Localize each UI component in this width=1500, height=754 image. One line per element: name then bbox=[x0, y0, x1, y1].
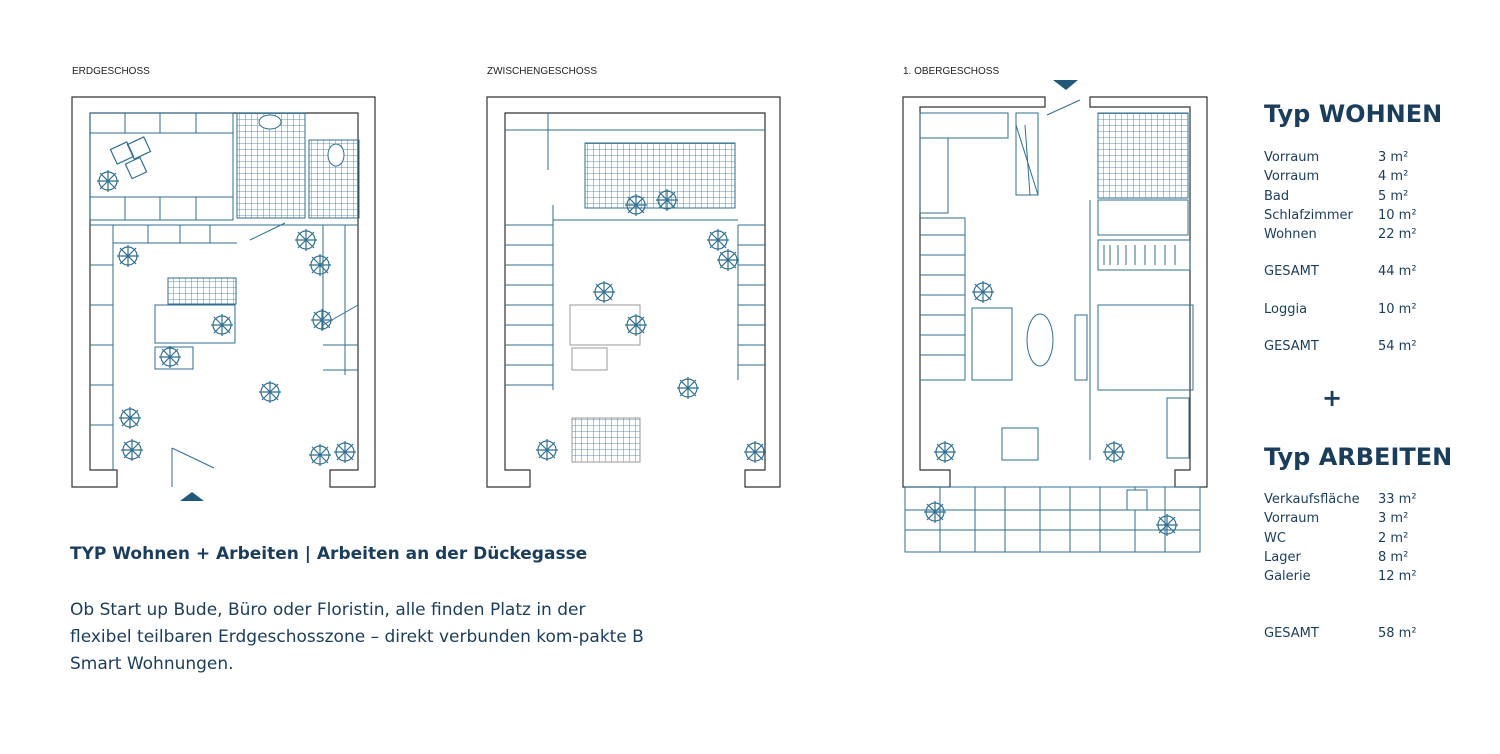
intro-title: TYP Wohnen + Arbeiten | Arbeiten an der … bbox=[70, 544, 588, 564]
intro-text: Ob Start up Bude, Büro oder Floristin, a… bbox=[70, 600, 644, 674]
plan-mezzanine bbox=[486, 96, 781, 488]
entrance-marker-first bbox=[1053, 80, 1078, 90]
plan-first bbox=[902, 96, 1208, 553]
entrance-marker-ground bbox=[180, 492, 204, 501]
plan-label-first: 1. OBERGESCHOSS bbox=[903, 66, 1000, 77]
plus-sign: + bbox=[1322, 384, 1343, 412]
heading-typ-arbeiten: Typ ARBEITEN bbox=[1264, 443, 1453, 471]
plan-ground bbox=[71, 96, 376, 488]
plan-label-ground: ERDGESCHOSS bbox=[72, 66, 150, 77]
plan-label-mezzanine: ZWISCHENGESCHOSS bbox=[487, 66, 598, 77]
heading-typ-wohnen: Typ WOHNEN bbox=[1264, 100, 1443, 128]
